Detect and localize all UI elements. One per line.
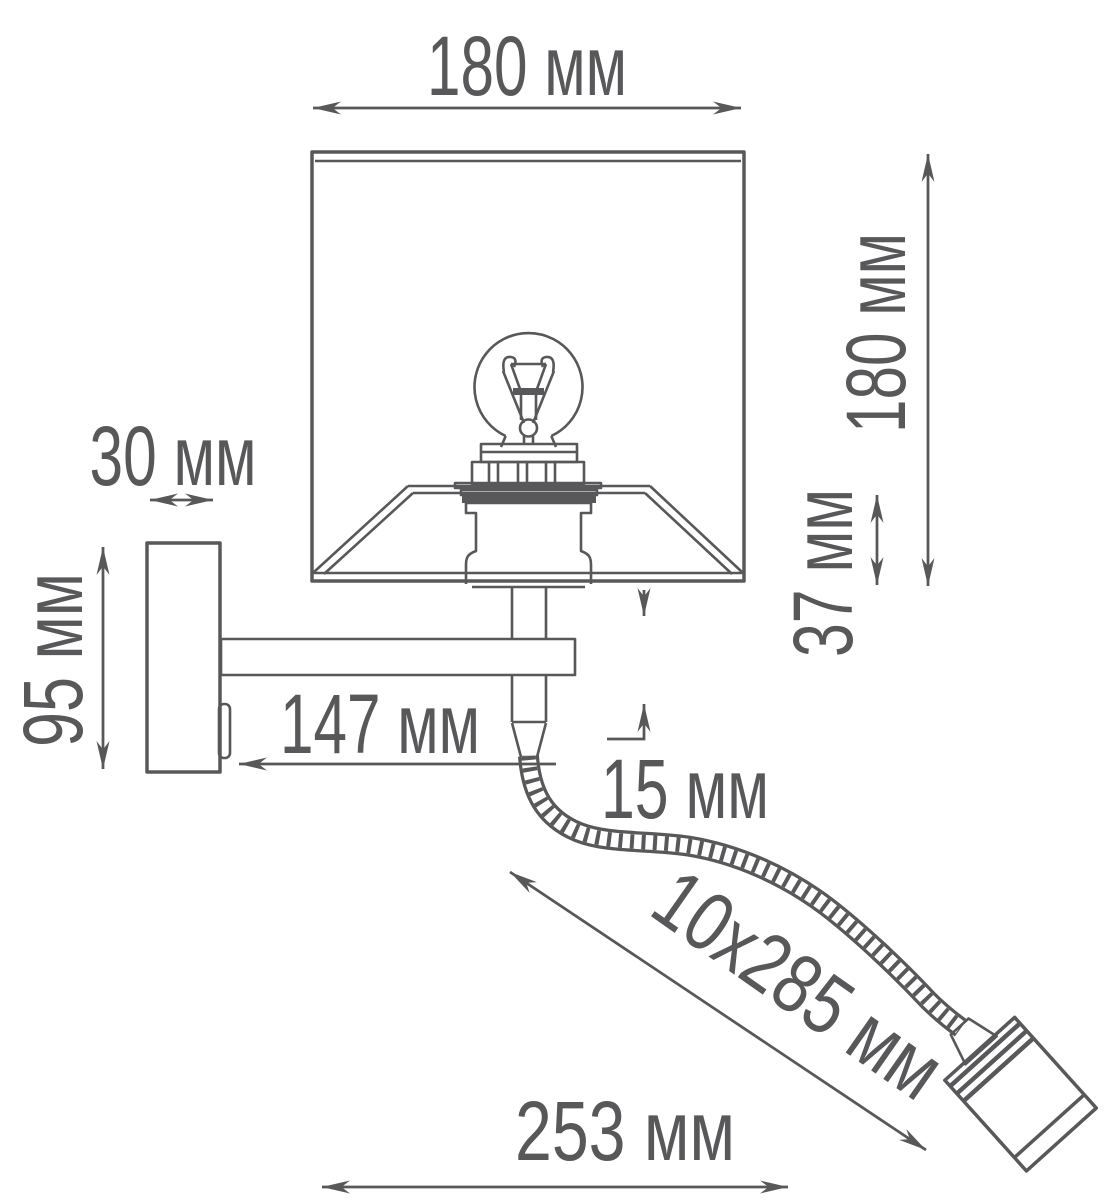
flexible-gooseneck-arm xyxy=(518,755,968,1037)
socket-ribs xyxy=(487,463,557,483)
dimension-annotations: 180 мм 180 мм 37 мм 30 мм 95 мм 147 мм 1… xyxy=(6,19,961,1194)
head-body xyxy=(943,1015,1099,1173)
light-bulb-icon xyxy=(473,331,584,448)
filament-bar xyxy=(513,388,544,395)
socket-plate-lower xyxy=(459,488,599,497)
filament-bead xyxy=(518,418,539,438)
dim-label-backplate-depth: 30 мм xyxy=(90,409,257,503)
wall-backplate xyxy=(145,541,232,774)
dim-label-backplate-height: 95 мм xyxy=(6,573,100,747)
bulb-glass xyxy=(473,331,584,438)
arm-outline xyxy=(219,637,577,677)
head-taper xyxy=(949,1017,998,1066)
dim-label-shade-height: 180 мм xyxy=(829,233,923,433)
led-spot-head xyxy=(943,1015,1099,1173)
support-arm xyxy=(219,637,577,677)
lampshade-outline xyxy=(310,150,746,583)
socket-cup-right xyxy=(579,503,593,584)
switch-knob xyxy=(217,702,232,760)
gooseneck-stripes xyxy=(521,755,966,1034)
filament-hook-left xyxy=(502,355,517,373)
dim-label-shade-lower-part: 37 мм xyxy=(776,489,870,657)
center-stem xyxy=(510,588,548,759)
dim-label-shade-width: 180 мм xyxy=(427,19,627,113)
reflector-left-outer xyxy=(313,485,409,573)
head-grip-rings xyxy=(948,1021,1035,1103)
reflector-left-inner xyxy=(323,492,414,575)
reflector-right-outer xyxy=(649,485,743,573)
socket-cup-left xyxy=(464,503,478,584)
filament-support-inner xyxy=(509,362,548,390)
dim-line-flexible-arm xyxy=(509,870,927,1152)
socket-plate-upper xyxy=(453,481,603,490)
socket-dark-ring xyxy=(462,496,596,503)
filament-support-outer xyxy=(501,370,556,424)
reflector-right-inner xyxy=(644,492,733,575)
stem-lines xyxy=(510,588,548,722)
filament-hook-right xyxy=(540,355,555,373)
cone-sides xyxy=(510,722,548,758)
lampshade xyxy=(310,150,746,583)
dim-label-stem-gap: 15 мм xyxy=(601,742,769,836)
lamp-socket xyxy=(453,442,603,589)
dim-arrow-stem-gap-lower xyxy=(607,704,651,741)
dim-label-bottom-reach: 253 мм xyxy=(515,1084,735,1178)
filament-leads xyxy=(519,395,538,420)
backplate-outline xyxy=(145,541,222,774)
dim-label-arm-projection: 147 мм xyxy=(280,677,480,771)
reflector-cone xyxy=(313,484,743,575)
head-end-cap-line xyxy=(1013,1093,1086,1159)
